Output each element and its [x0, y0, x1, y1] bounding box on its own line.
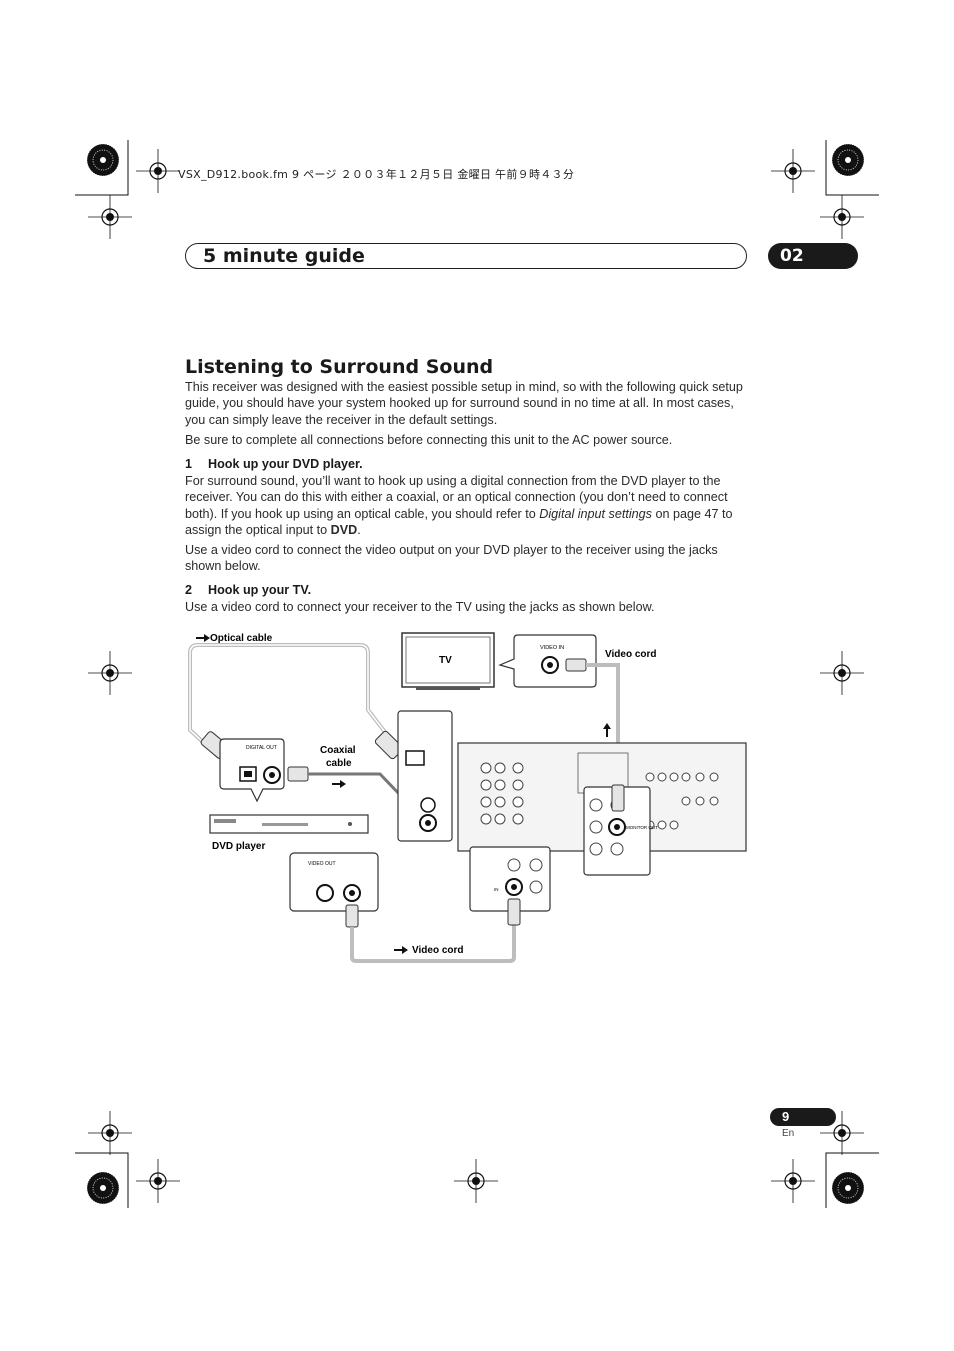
- file-info-header: VSX_D912.book.fm 9 ページ ２００３年１２月５日 金曜日 午前…: [178, 168, 575, 181]
- video-cord-bottom: [350, 925, 516, 963]
- step2-body: Use a video cord to connect your receive…: [185, 600, 655, 614]
- video-cord-bottom-label: Video cord: [412, 945, 464, 956]
- page-number-badge: 9: [770, 1108, 836, 1126]
- step1-title: Hook up your DVD player.: [208, 457, 363, 471]
- tv-label: TV: [439, 655, 452, 666]
- step1-number: 1: [185, 457, 193, 471]
- digital-input-settings-ref: Digital input settings: [539, 506, 652, 521]
- dvd-label: DVD: [330, 522, 358, 537]
- coaxial-cable-label-2: cable: [326, 758, 352, 769]
- arrow-icon-coax: [332, 780, 346, 788]
- step2-title: Hook up your TV.: [208, 583, 312, 597]
- chapter-badge: 02: [768, 243, 858, 269]
- section-title: 5 minute guide: [203, 245, 365, 267]
- coaxial-cable-label-1: Coaxial: [320, 745, 356, 756]
- step1-body-text: For surround sound, you’ll want to hook …: [185, 474, 728, 521]
- optical-cable-label: Optical cable: [210, 633, 273, 644]
- step1-heading: 1 Hook up your DVD player.: [185, 457, 363, 471]
- video-cord-top-label: Video cord: [605, 649, 657, 660]
- language-label: En: [782, 1128, 795, 1139]
- video-in-label: VIDEO IN: [540, 645, 564, 651]
- step1-video-note: Use a video cord to connect the video ou…: [185, 543, 718, 574]
- step2-heading: 2 Hook up your TV.: [185, 583, 311, 597]
- intro-paragraph: This receiver was designed with the easi…: [185, 380, 743, 427]
- tv-icon: [401, 632, 495, 688]
- dvd-player-label: DVD player: [212, 841, 265, 852]
- section-bar: [185, 243, 747, 269]
- up-arrow-icon: [603, 723, 611, 737]
- digital-out-label: DIGITAL OUT: [246, 745, 277, 751]
- step1-body-end: .: [357, 522, 361, 537]
- power-note: Be sure to complete all connections befo…: [185, 433, 673, 447]
- arrow-icon: [196, 634, 210, 642]
- arrow-icon-video: [394, 946, 408, 954]
- step1-body: For surround sound, you’ll want to hook …: [185, 473, 750, 538]
- digital-input-panel: [397, 710, 453, 842]
- step2-number: 2: [185, 583, 193, 597]
- monitor-out-label: MONITOR OUT: [626, 825, 658, 830]
- video-out-label: VIDEO OUT: [308, 861, 336, 867]
- page-heading: Listening to Surround Sound: [185, 356, 494, 378]
- step1-body-text-2: on page 47 to assign the optical input t…: [185, 506, 733, 537]
- connection-diagram: Optical cable TV VIDEO IN Video cord DIG…: [188, 632, 747, 963]
- dvd-in-label: IN: [494, 887, 499, 892]
- coaxial-cable: [308, 772, 407, 802]
